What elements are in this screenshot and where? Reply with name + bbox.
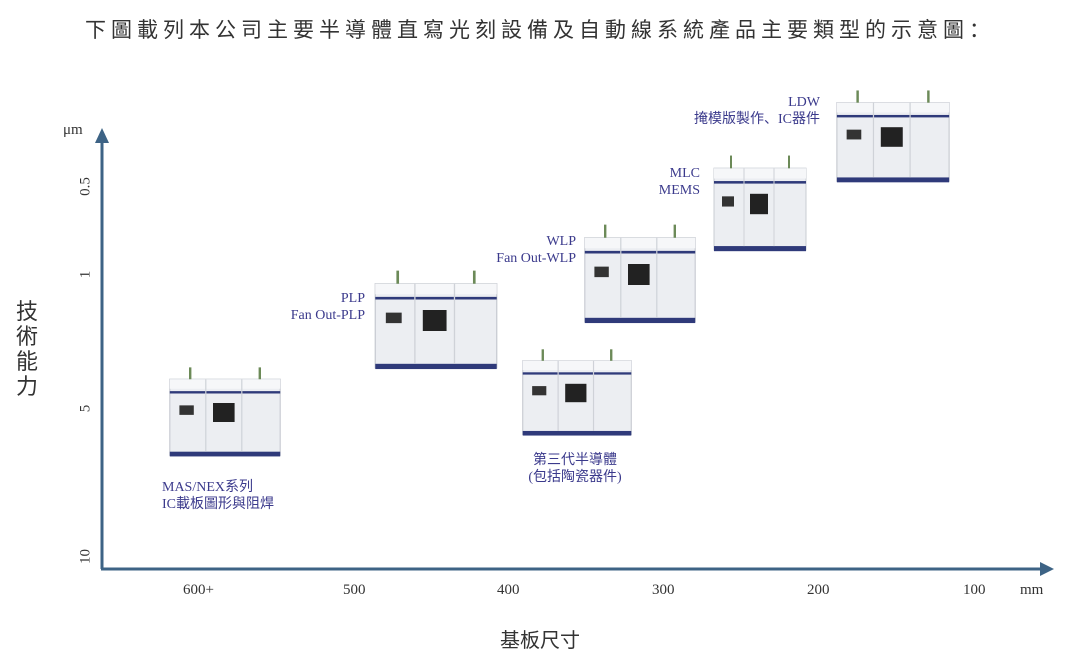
machine-image-third-gen	[518, 347, 636, 439]
x-tick-label: 600+	[183, 582, 214, 598]
y-tick-label: 0.5	[77, 177, 94, 196]
x-axis-arrow-icon	[1040, 562, 1054, 576]
y-tick-label: 5	[77, 404, 94, 413]
label-line: IC載板圖形與阻焊	[162, 497, 274, 512]
y-axis-unit: μm	[63, 122, 83, 138]
label-third-gen: 第三代半導體 (包括陶瓷器件)	[500, 452, 650, 486]
label-line: MAS/NEX系列	[162, 480, 254, 495]
label-mlc: MLC MEMS	[640, 165, 700, 199]
lithography-machine-icon	[169, 367, 281, 457]
x-axis-unit: mm	[1020, 582, 1044, 598]
y-axis-arrow-icon	[95, 128, 109, 143]
machine-image-plp	[370, 268, 502, 373]
lithography-machine-icon	[584, 224, 696, 324]
label-line: MEMS	[658, 183, 700, 198]
lithography-machine-icon	[713, 155, 807, 252]
y-axis-label: 技術能力	[16, 300, 39, 400]
label-line: WLP	[546, 234, 576, 249]
x-tick-label: 500	[343, 582, 366, 598]
label-line: (包括陶瓷器件)	[528, 470, 622, 485]
lithography-machine-icon	[522, 349, 632, 436]
label-line: Fan Out-PLP	[290, 308, 365, 323]
label-plp: PLP Fan Out-PLP	[230, 290, 365, 324]
x-tick-label: 400	[497, 582, 520, 598]
x-axis-label: 基板尺寸	[500, 628, 580, 652]
label-line: Fan Out-WLP	[496, 251, 576, 266]
machine-image-mas-nex	[165, 365, 285, 460]
label-line: LDW	[788, 95, 820, 110]
x-tick-label: 100	[963, 582, 986, 598]
machine-image-wlp	[580, 222, 700, 327]
lithography-machine-icon	[836, 90, 950, 183]
y-tick-label: 1	[77, 270, 94, 279]
x-tick-label: 300	[652, 582, 675, 598]
label-line: 掩模版製作、IC器件	[694, 112, 820, 127]
label-ldw: LDW 掩模版製作、IC器件	[660, 94, 820, 128]
label-line: MLC	[669, 166, 700, 181]
page-title: 下圖載列本公司主要半導體直寫光刻設備及自動線系統產品主要類型的示意圖：	[85, 18, 995, 42]
machine-image-ldw	[832, 88, 954, 186]
label-wlp: WLP Fan Out-WLP	[470, 233, 576, 267]
lithography-machine-icon	[374, 270, 498, 370]
y-tick-label: 10	[77, 549, 94, 564]
x-tick-label: 200	[807, 582, 830, 598]
label-line: PLP	[340, 291, 365, 306]
machine-image-mlc	[710, 153, 810, 255]
label-mas-nex: MAS/NEX系列 IC載板圖形與阻焊	[162, 479, 274, 513]
label-line: 第三代半導體	[533, 453, 617, 468]
